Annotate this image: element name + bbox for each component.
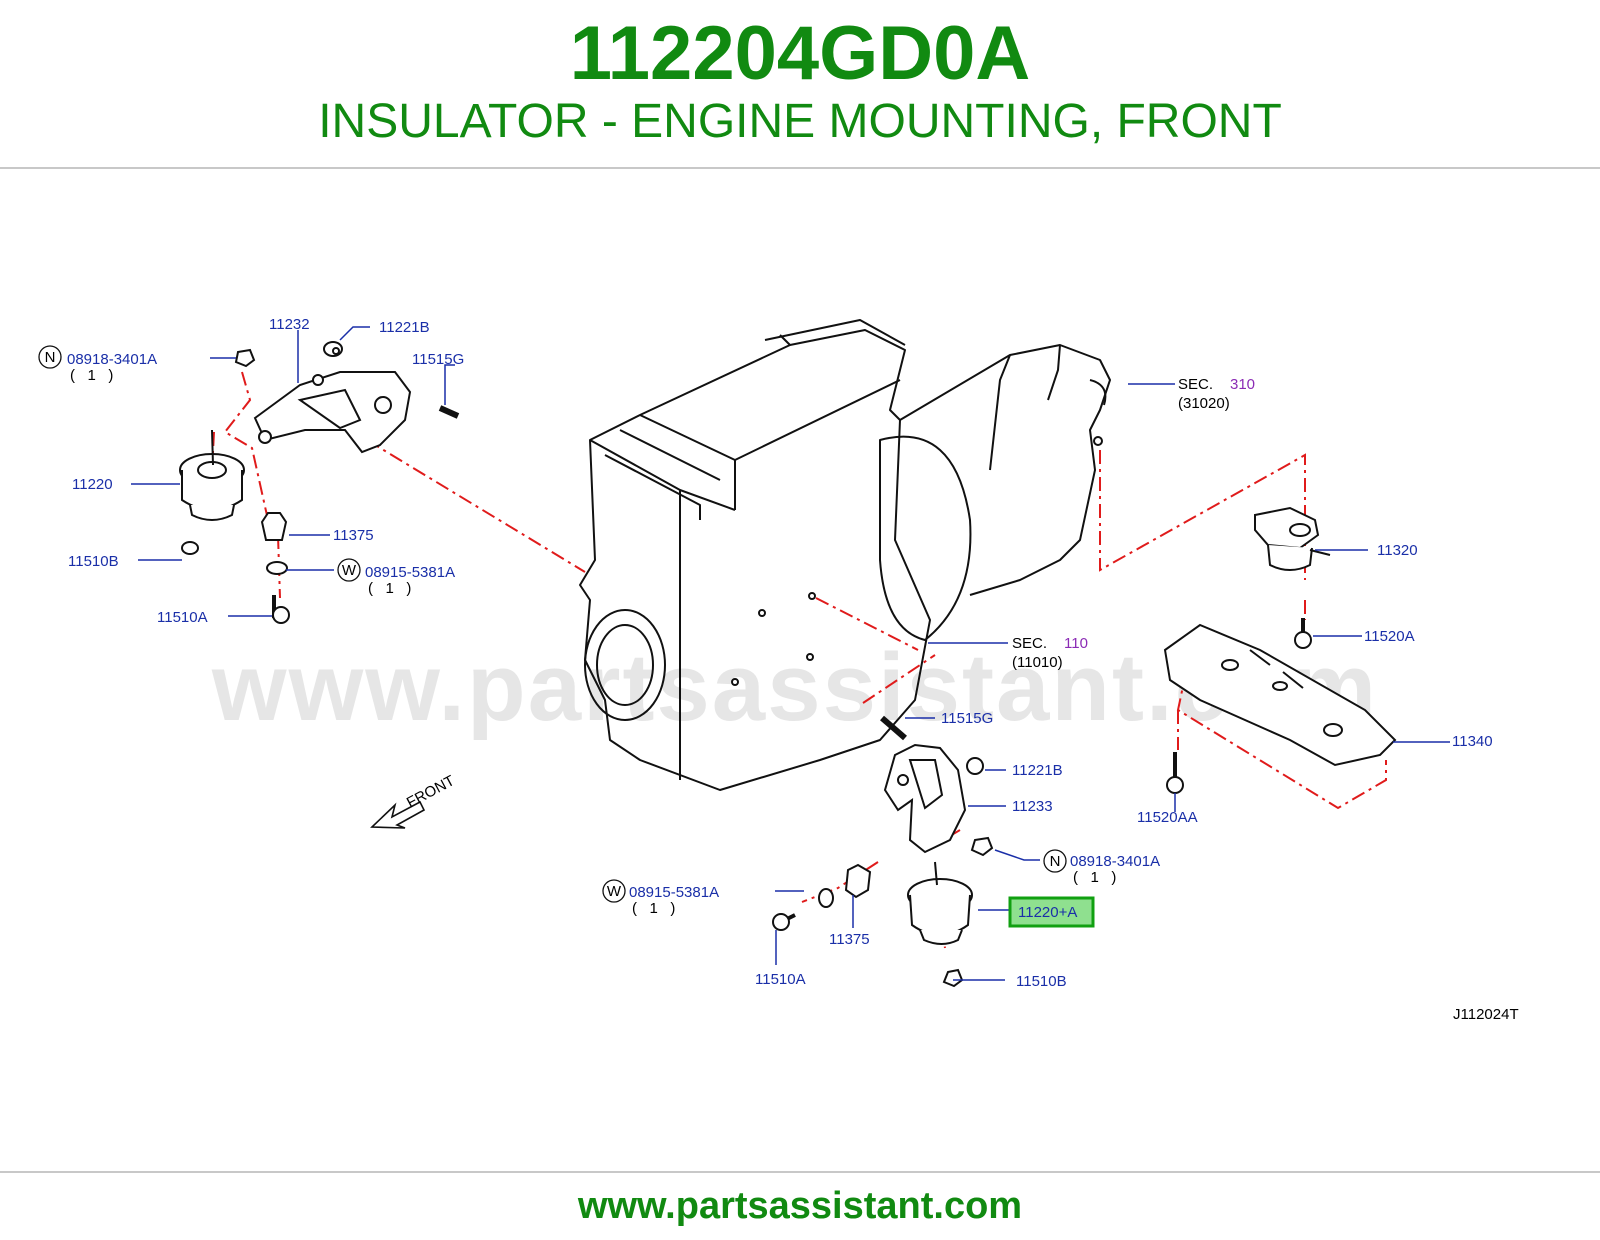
spacer-11375-top-drawing [260, 512, 290, 624]
front-direction-arrow [370, 800, 426, 829]
front-label: FRONT [404, 772, 458, 811]
diagram-code: J112024T [1453, 1006, 1519, 1023]
label-11340[interactable]: 11340 [1452, 733, 1493, 750]
bracket-11232-drawing [253, 371, 460, 454]
label-08918-bottom[interactable]: 08918-3401A [1070, 853, 1160, 870]
label-sec110-number[interactable]: 110 [1064, 635, 1088, 652]
label-11520A[interactable]: 11520A [1364, 628, 1415, 645]
label-08915-top-qty: ( 1 ) [368, 580, 411, 597]
label-11221B-bottom[interactable]: 11221B [1012, 762, 1063, 779]
label-11220[interactable]: 11220 [72, 476, 113, 493]
label-08918-bottom-qty: ( 1 ) [1073, 869, 1116, 886]
part-description: INSULATOR - ENGINE MOUNTING, FRONT [318, 95, 1282, 148]
label-11510A-bottom[interactable]: 11510A [755, 971, 806, 988]
svg-text:W: W [342, 562, 357, 579]
spacer-11375-bottom-drawing [772, 863, 872, 931]
label-11233[interactable]: 11233 [1012, 798, 1053, 815]
mount-11320-drawing [1254, 506, 1331, 649]
engine-assembly-drawing [579, 319, 1111, 791]
svg-text:W: W [607, 883, 622, 900]
label-11515G-bottom[interactable]: 11515G [941, 710, 993, 727]
label-11520AA[interactable]: 11520AA [1137, 809, 1198, 826]
label-08918-top-qty: ( 1 ) [70, 367, 113, 384]
label-sec310[interactable]: SEC. [1178, 376, 1213, 393]
label-11515G-top[interactable]: 11515G [412, 351, 464, 368]
badge-n-bottom: N [1043, 849, 1067, 873]
label-sec110[interactable]: SEC. [1012, 635, 1047, 652]
badge-w-bottom: W [602, 879, 626, 903]
label-sec310-sub: (31020) [1178, 395, 1230, 412]
bracket-11233-drawing [880, 715, 994, 857]
label-11510B-top[interactable]: 11510B [68, 553, 119, 570]
label-sec310-number[interactable]: 310 [1230, 376, 1255, 393]
label-11320[interactable]: 11320 [1377, 542, 1418, 559]
label-08915-bottom-qty: ( 1 ) [632, 900, 675, 917]
footer-divider [0, 1171, 1600, 1173]
label-11375-bottom[interactable]: 11375 [829, 931, 870, 948]
highlighted-part-box[interactable] [1008, 896, 1095, 928]
svg-text:N: N [1050, 853, 1061, 870]
header-divider [0, 167, 1600, 169]
label-11220A-highlighted[interactable]: 11220+A [1018, 904, 1077, 921]
crossmember-11340-drawing [1163, 623, 1397, 794]
badge-n-top: N [38, 345, 62, 369]
label-11232[interactable]: 11232 [269, 316, 310, 333]
svg-text:N: N [45, 349, 56, 366]
label-11510A-top[interactable]: 11510A [157, 609, 208, 626]
label-11375-top[interactable]: 11375 [333, 527, 374, 544]
label-08915-top[interactable]: 08915-5381A [365, 564, 455, 581]
insulator-11220A-drawing [907, 861, 973, 988]
nut-08918-top-drawing [234, 348, 256, 368]
footer-url[interactable]: www.partsassistant.com [577, 1185, 1023, 1227]
label-11221B-top[interactable]: 11221B [379, 319, 430, 336]
nut-11221B-top-drawing [323, 341, 343, 357]
leader-lines [131, 326, 1450, 981]
label-sec110-sub: (11010) [1012, 654, 1063, 671]
insulator-11220-drawing [179, 429, 245, 555]
label-08918-top[interactable]: 08918-3401A [67, 351, 157, 368]
label-11510B-bottom[interactable]: 11510B [1016, 973, 1067, 990]
badge-w-top: W [337, 558, 361, 582]
label-08915-bottom[interactable]: 08915-5381A [629, 884, 719, 901]
part-number-title: 112204GD0A [569, 11, 1031, 96]
